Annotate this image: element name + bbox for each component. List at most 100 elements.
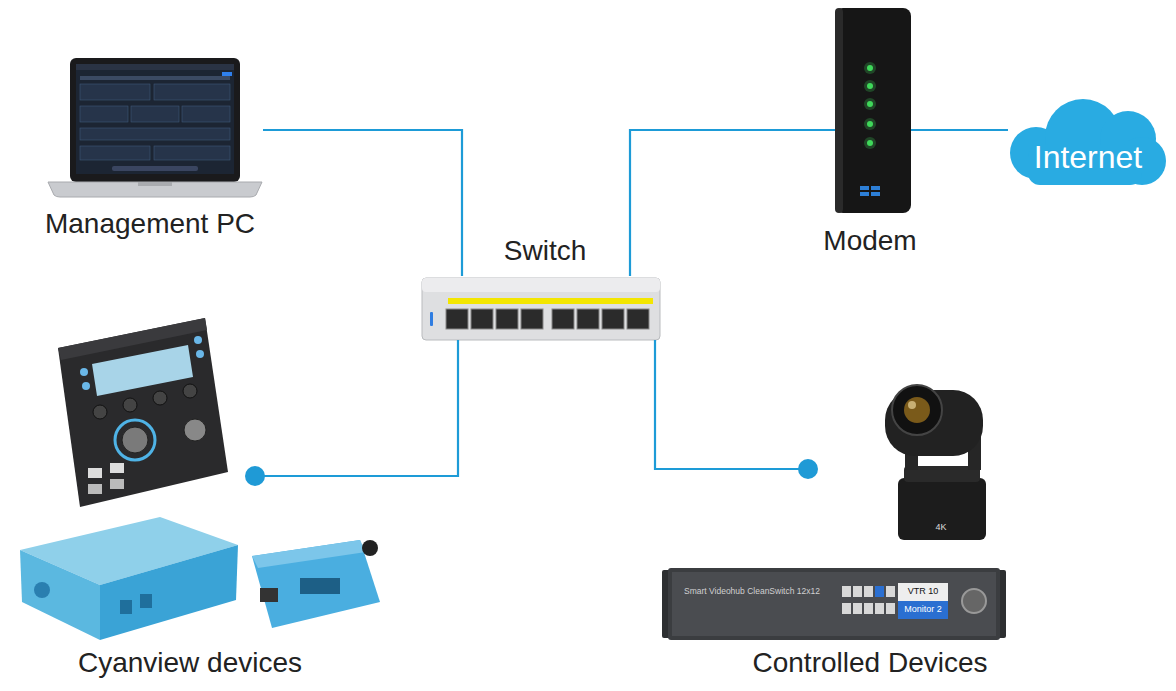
laptop-illustration-part bbox=[222, 72, 232, 76]
modem-illustration-part bbox=[871, 192, 880, 196]
laptop-illustration-part bbox=[80, 106, 128, 122]
laptop-illustration-part bbox=[80, 76, 230, 80]
node-label: Internet bbox=[1034, 138, 1143, 175]
cyanview-box-illustration-part bbox=[100, 545, 238, 640]
cyanview-node-illustration bbox=[252, 540, 380, 628]
laptop-illustration-part bbox=[80, 146, 150, 160]
router-illustration-part bbox=[864, 586, 873, 597]
modem-illustration-part bbox=[867, 101, 873, 107]
laptop-illustration-part bbox=[76, 64, 234, 174]
laptop-illustration-part bbox=[48, 182, 262, 197]
control-panel-illustration-part bbox=[80, 368, 88, 376]
device-caption: Modem bbox=[823, 225, 916, 257]
laptop-illustration bbox=[48, 58, 262, 197]
network-cable bbox=[255, 340, 458, 476]
control-panel-illustration-part bbox=[82, 382, 90, 390]
cyanview-box-illustration-part bbox=[20, 550, 100, 640]
ptz-camera-illustration-part bbox=[908, 401, 916, 409]
laptop-illustration-part bbox=[154, 146, 230, 160]
ptz-camera-illustration-part bbox=[904, 397, 930, 423]
modem-illustration-part bbox=[871, 186, 880, 190]
control-panel-illustration-part bbox=[115, 420, 155, 460]
switch-illustration-part bbox=[446, 309, 468, 329]
control-panel-illustration-part bbox=[88, 468, 102, 478]
control-panel-illustration-part bbox=[153, 391, 167, 405]
modem-illustration-part bbox=[835, 8, 911, 213]
modem-illustration-part bbox=[867, 121, 873, 127]
modem-illustration-part bbox=[867, 65, 873, 71]
connection-dot bbox=[798, 459, 818, 479]
ptz-camera-illustration bbox=[885, 385, 986, 540]
control-panel-illustration-part bbox=[183, 384, 197, 398]
device-print: 4K bbox=[935, 523, 946, 533]
device-node: Modem bbox=[835, 8, 911, 213]
control-panel-illustration-part bbox=[93, 405, 107, 419]
switch-illustration-part bbox=[430, 312, 433, 326]
router-illustration-part bbox=[875, 603, 884, 614]
modem-illustration-part bbox=[860, 186, 869, 190]
device-print: Smart Videohub CleanSwitch 12x12 bbox=[684, 587, 820, 596]
router-illustration-part bbox=[962, 589, 986, 613]
switch-illustration-part bbox=[577, 309, 599, 329]
modem-illustration-part bbox=[864, 98, 876, 110]
network-cable bbox=[911, 129, 1008, 131]
control-panel-illustration-part bbox=[58, 318, 228, 507]
laptop-illustration-part bbox=[76, 64, 234, 70]
router-illustration-part bbox=[875, 586, 884, 597]
switch-illustration-part bbox=[422, 278, 660, 292]
laptop-illustration-part bbox=[80, 84, 150, 100]
control-panel-illustration-part bbox=[110, 479, 124, 489]
connection-dot bbox=[245, 466, 265, 486]
router-illustration-part bbox=[662, 570, 1006, 638]
network-cable bbox=[630, 130, 835, 276]
modem-illustration bbox=[835, 8, 911, 213]
device-print: Monitor 2 bbox=[904, 605, 942, 615]
router-illustration-part bbox=[898, 583, 948, 601]
switch-illustration bbox=[422, 278, 660, 340]
modem-illustration-part bbox=[864, 137, 876, 149]
laptop-illustration-part bbox=[80, 128, 230, 140]
modem-illustration-part bbox=[867, 83, 873, 89]
router-illustration-part bbox=[853, 586, 862, 597]
network-cable bbox=[655, 340, 808, 469]
laptop-illustration-part bbox=[70, 58, 240, 182]
control-panel-illustration-part bbox=[123, 398, 137, 412]
switch-illustration-part bbox=[552, 309, 574, 329]
router-illustration-part bbox=[898, 601, 948, 619]
cyanview-box-illustration-part bbox=[120, 600, 132, 614]
control-panel-illustration bbox=[58, 318, 228, 507]
laptop-illustration-part bbox=[112, 166, 198, 171]
switch-illustration-part bbox=[471, 309, 493, 329]
cyanview-node-illustration-part bbox=[362, 540, 378, 556]
cyanview-node-illustration-part bbox=[300, 578, 340, 594]
router-illustration-part bbox=[668, 568, 1000, 640]
switch-illustration-part bbox=[602, 309, 624, 329]
laptop-illustration-part bbox=[138, 182, 172, 186]
modem-illustration-part bbox=[860, 192, 869, 196]
laptop-illustration-part bbox=[182, 106, 230, 122]
switch-illustration-part bbox=[448, 298, 653, 304]
switch-illustration-part bbox=[521, 309, 543, 329]
router-illustration-part bbox=[842, 586, 851, 597]
modem-illustration-part bbox=[867, 140, 873, 146]
ptz-camera-illustration-part bbox=[898, 478, 986, 540]
cyanview-box-illustration bbox=[20, 517, 238, 640]
device-caption: Switch bbox=[504, 235, 586, 267]
cyanview-node-illustration-part bbox=[252, 540, 380, 628]
control-panel-illustration-part bbox=[194, 336, 202, 344]
control-panel-illustration-part bbox=[92, 345, 193, 396]
device-node: Management PC bbox=[48, 58, 263, 198]
router-illustration-part bbox=[864, 603, 873, 614]
control-panel-illustration-part bbox=[184, 419, 206, 441]
cloud-node: Internet bbox=[1008, 95, 1168, 190]
network-cable bbox=[263, 130, 462, 276]
device-caption: Cyanview devices bbox=[78, 647, 302, 679]
router-illustration-part bbox=[672, 572, 996, 636]
router-illustration-part bbox=[886, 603, 895, 614]
control-panel-illustration-part bbox=[88, 484, 102, 494]
device-print: VTR 10 bbox=[908, 587, 939, 597]
cyanview-node-illustration-part bbox=[252, 540, 366, 568]
control-panel-illustration-part bbox=[196, 350, 204, 358]
cyanview-box-illustration-part bbox=[140, 594, 152, 608]
